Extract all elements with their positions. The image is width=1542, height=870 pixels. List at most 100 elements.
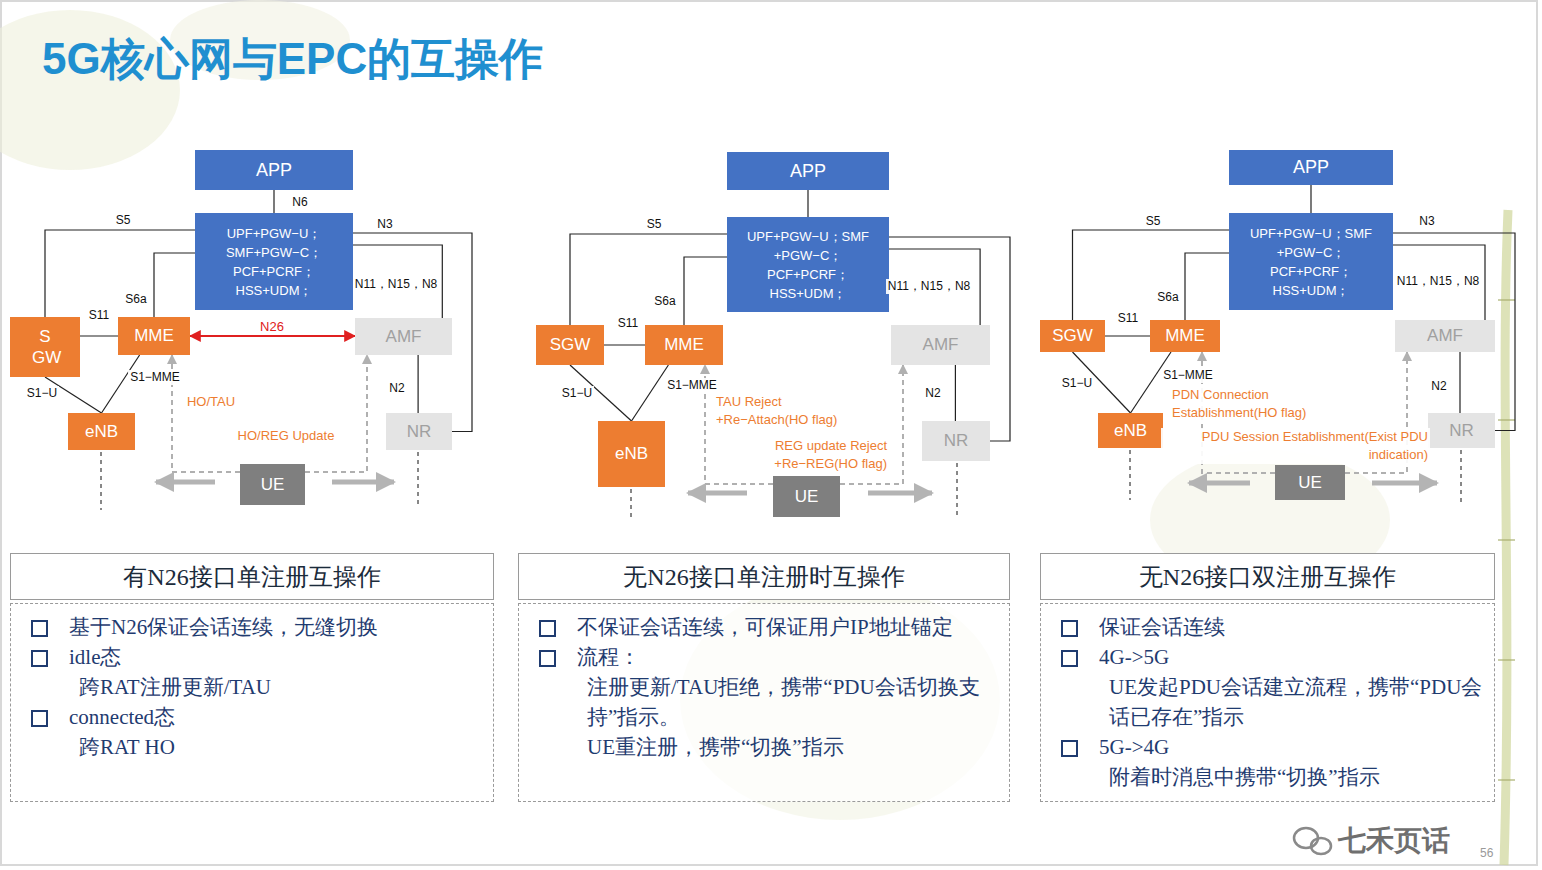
- bamboo-stem: [1504, 210, 1508, 865]
- box-label: S GW: [32, 326, 58, 368]
- panel-heading: 无N26接口双注册互操作: [1040, 553, 1495, 600]
- interface-line: [684, 257, 727, 325]
- app-box: APP: [1229, 150, 1393, 185]
- box-label: APP: [256, 160, 292, 181]
- panel-body: 不保证会话连续，可保证用户IP地址锚定流程：注册更新/TAU拒绝，携带“PDU会…: [518, 603, 1010, 802]
- interface-label: N11，N15，N8: [1395, 274, 1481, 289]
- enb-box: eNB: [1098, 413, 1163, 448]
- ue-box: UE: [773, 476, 840, 517]
- body-line: 基于N26保证会话连续，无缝切换: [23, 612, 483, 642]
- body-line: UE发起PDU会话建立流程，携带“PDU会话已存在”指示: [1053, 672, 1484, 732]
- body-line: 4G->5G: [1053, 642, 1484, 672]
- box-label: UPF+PGW−U；SMF +PGW−C； PCF+PCRF； HSS+UDM；: [1239, 224, 1383, 300]
- box-label: SGW: [550, 335, 591, 355]
- body-line: 跨RAT注册更新/TAU: [23, 672, 483, 702]
- ue-box: UE: [1275, 465, 1345, 500]
- interface-label: N6: [290, 195, 309, 210]
- interface-label: S5: [645, 217, 664, 232]
- mme-box: MME: [118, 317, 190, 355]
- interface-label: REG update Reject +Re−REG(HO flag): [745, 437, 889, 473]
- interface-line: [418, 355, 419, 413]
- interface-line: [889, 237, 1010, 441]
- interface-label: N11，N15，N8: [353, 277, 439, 292]
- interface-label: N26: [258, 319, 286, 334]
- interface-label: S1−MME: [1161, 368, 1215, 383]
- nr-box: NR: [386, 413, 452, 450]
- interface-label: S5: [1144, 214, 1163, 229]
- interface-label: PDN Connection Establishment(HO flag): [1170, 386, 1324, 422]
- interface-line: [1393, 233, 1515, 431]
- box-label: UPF+PGW−U；SMF +PGW−C； PCF+PCRF； HSS+UDM；: [737, 227, 879, 303]
- interface-label: S1−U: [560, 386, 594, 401]
- amf-box: AMF: [891, 325, 990, 365]
- enb-box: eNB: [598, 421, 665, 487]
- box-label: AMF: [1427, 326, 1463, 346]
- panel-heading: 无N26接口单注册时互操作: [518, 553, 1010, 600]
- interface-line: [273, 190, 274, 213]
- box-label: UE: [1298, 473, 1322, 493]
- interface-line: [1105, 335, 1150, 336]
- interface-label: S6a: [123, 292, 148, 307]
- body-line: 流程：: [531, 642, 999, 672]
- interface-line: [955, 365, 956, 421]
- sgw-box: SGW: [536, 325, 604, 365]
- box-label: 有N26接口单注册互操作: [123, 561, 380, 593]
- app-box: APP: [195, 150, 353, 190]
- interface-label: S6a: [652, 294, 677, 309]
- page-number: 56: [1480, 846, 1493, 860]
- box-label: AMF: [923, 335, 959, 355]
- interface-label: S5: [114, 213, 133, 228]
- interface-line: [1459, 352, 1460, 413]
- wechat-icon: [1294, 828, 1331, 854]
- ue-box: UE: [240, 464, 305, 505]
- interface-label: S1−MME: [128, 370, 182, 385]
- interface-line: [632, 365, 669, 421]
- box-label: 无N26接口双注册互操作: [1139, 561, 1396, 593]
- body-line: 跨RAT HO: [23, 732, 483, 762]
- box-label: eNB: [615, 444, 648, 464]
- interface-line: [45, 230, 195, 317]
- interface-line: [353, 245, 442, 318]
- interface-label: S11: [1116, 311, 1140, 326]
- watermark: 七禾页话: [1338, 822, 1450, 860]
- interface-line: [1310, 185, 1311, 213]
- interface-label: S6a: [1155, 290, 1180, 305]
- amf-box: AMF: [1395, 320, 1495, 352]
- core-box: UPF+PGW−U； SMF+PGW−C； PCF+PCRF； HSS+UDM；: [195, 213, 353, 310]
- body-line: 附着时消息中携带“切换”指示: [1053, 762, 1484, 792]
- interface-label: TAU Reject +Re−Attach(HO flag): [714, 393, 868, 429]
- interface-label: N3: [1417, 214, 1436, 229]
- interface-line: [154, 253, 195, 317]
- interface-label: S1−U: [1060, 376, 1094, 391]
- body-line: 保证会话连续: [1053, 612, 1484, 642]
- interface-label: HO/TAU: [185, 393, 237, 411]
- interface-line: [1393, 245, 1485, 320]
- box-label: APP: [1293, 157, 1329, 178]
- box-label: SGW: [1052, 326, 1093, 346]
- panel-heading: 有N26接口单注册互操作: [10, 553, 494, 600]
- interface-label: N2: [923, 386, 942, 401]
- app-box: APP: [727, 152, 889, 190]
- bamboo-nodes: [1498, 300, 1515, 780]
- box-label: MME: [664, 335, 704, 355]
- interface-label: N11，N15，N8: [886, 279, 972, 294]
- sgw-box: SGW: [1040, 320, 1105, 352]
- nr-box: NR: [1428, 413, 1495, 448]
- interface-line: [190, 335, 355, 337]
- interface-line: [807, 190, 808, 217]
- box-label: APP: [790, 161, 826, 182]
- interface-line: [604, 344, 645, 345]
- box-label: MME: [134, 326, 174, 346]
- box-label: NR: [1449, 421, 1474, 441]
- body-line: connected态: [23, 702, 483, 732]
- interface-line: [570, 234, 727, 325]
- signalling-arrow: [172, 355, 240, 472]
- signalling-arrow: [305, 355, 367, 472]
- box-label: UPF+PGW−U； SMF+PGW−C； PCF+PCRF； HSS+UDM；: [205, 224, 343, 300]
- body-line: idle态: [23, 642, 483, 672]
- panel-body: 基于N26保证会话连续，无缝切换idle态跨RAT注册更新/TAUconnect…: [10, 603, 494, 802]
- box-label: NR: [944, 431, 969, 451]
- box-label: NR: [407, 422, 432, 442]
- interface-line: [1131, 352, 1172, 413]
